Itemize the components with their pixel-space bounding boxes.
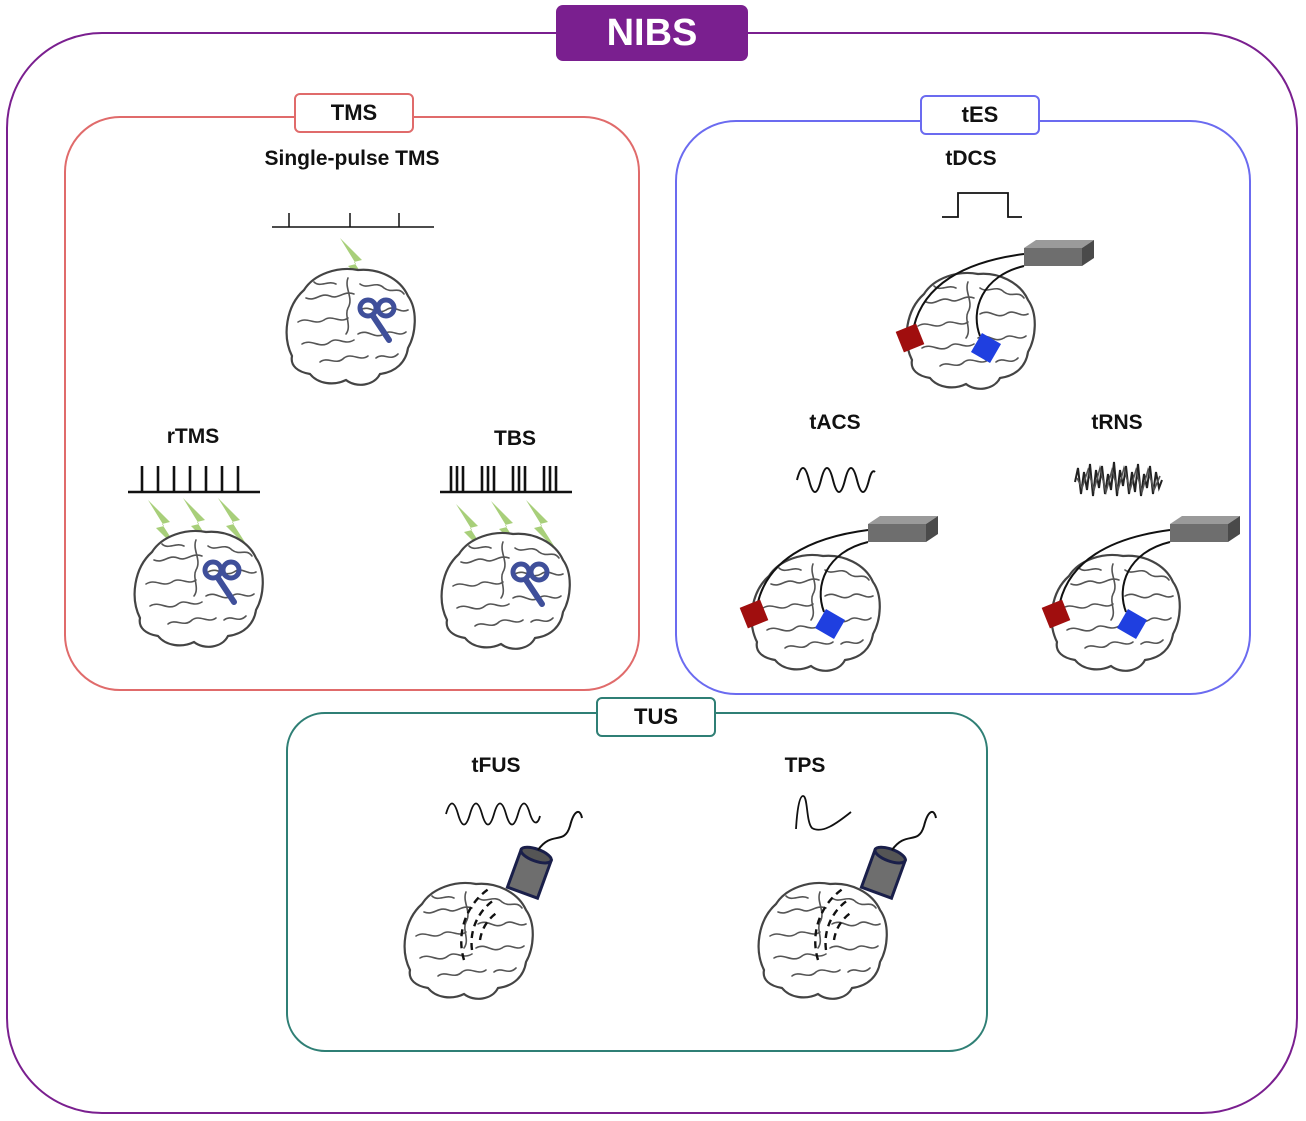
brain-icon xyxy=(285,267,416,386)
tps-label: TPS xyxy=(784,754,826,777)
trns-waveform xyxy=(1074,461,1163,497)
tacs-label: tACS xyxy=(809,411,861,434)
tdcs-label: tDCS xyxy=(945,147,997,170)
trns-label: tRNS xyxy=(1091,411,1143,434)
brain-icon xyxy=(1050,553,1181,672)
tes-group-label: tES xyxy=(920,95,1040,135)
trns-noise-overlay xyxy=(1076,464,1161,496)
brain-icon xyxy=(133,529,264,648)
tdcs-waveform xyxy=(942,192,1022,218)
rtms-pulse-train xyxy=(128,466,260,494)
brain-icon xyxy=(403,881,534,1000)
brain-icon xyxy=(750,553,881,672)
tfus-label: tFUS xyxy=(471,754,521,777)
tms-group-label: TMS xyxy=(294,93,414,133)
brain-icon xyxy=(757,881,888,1000)
rtms-label: rTMS xyxy=(166,425,220,448)
single-pulse-train xyxy=(272,213,434,228)
brain-icon xyxy=(905,271,1036,390)
tfus-waveform xyxy=(445,802,541,826)
tbs-label: TBS xyxy=(494,427,536,450)
brain-icon xyxy=(440,531,571,650)
nibs-title: NIBS xyxy=(556,5,748,61)
tacs-waveform xyxy=(796,467,876,493)
single-pulse-tms-label: Single-pulse TMS xyxy=(264,147,440,170)
tbs-pulse-train xyxy=(440,466,572,494)
tps-waveform xyxy=(795,795,852,831)
tus-group-label: TUS xyxy=(596,697,716,737)
